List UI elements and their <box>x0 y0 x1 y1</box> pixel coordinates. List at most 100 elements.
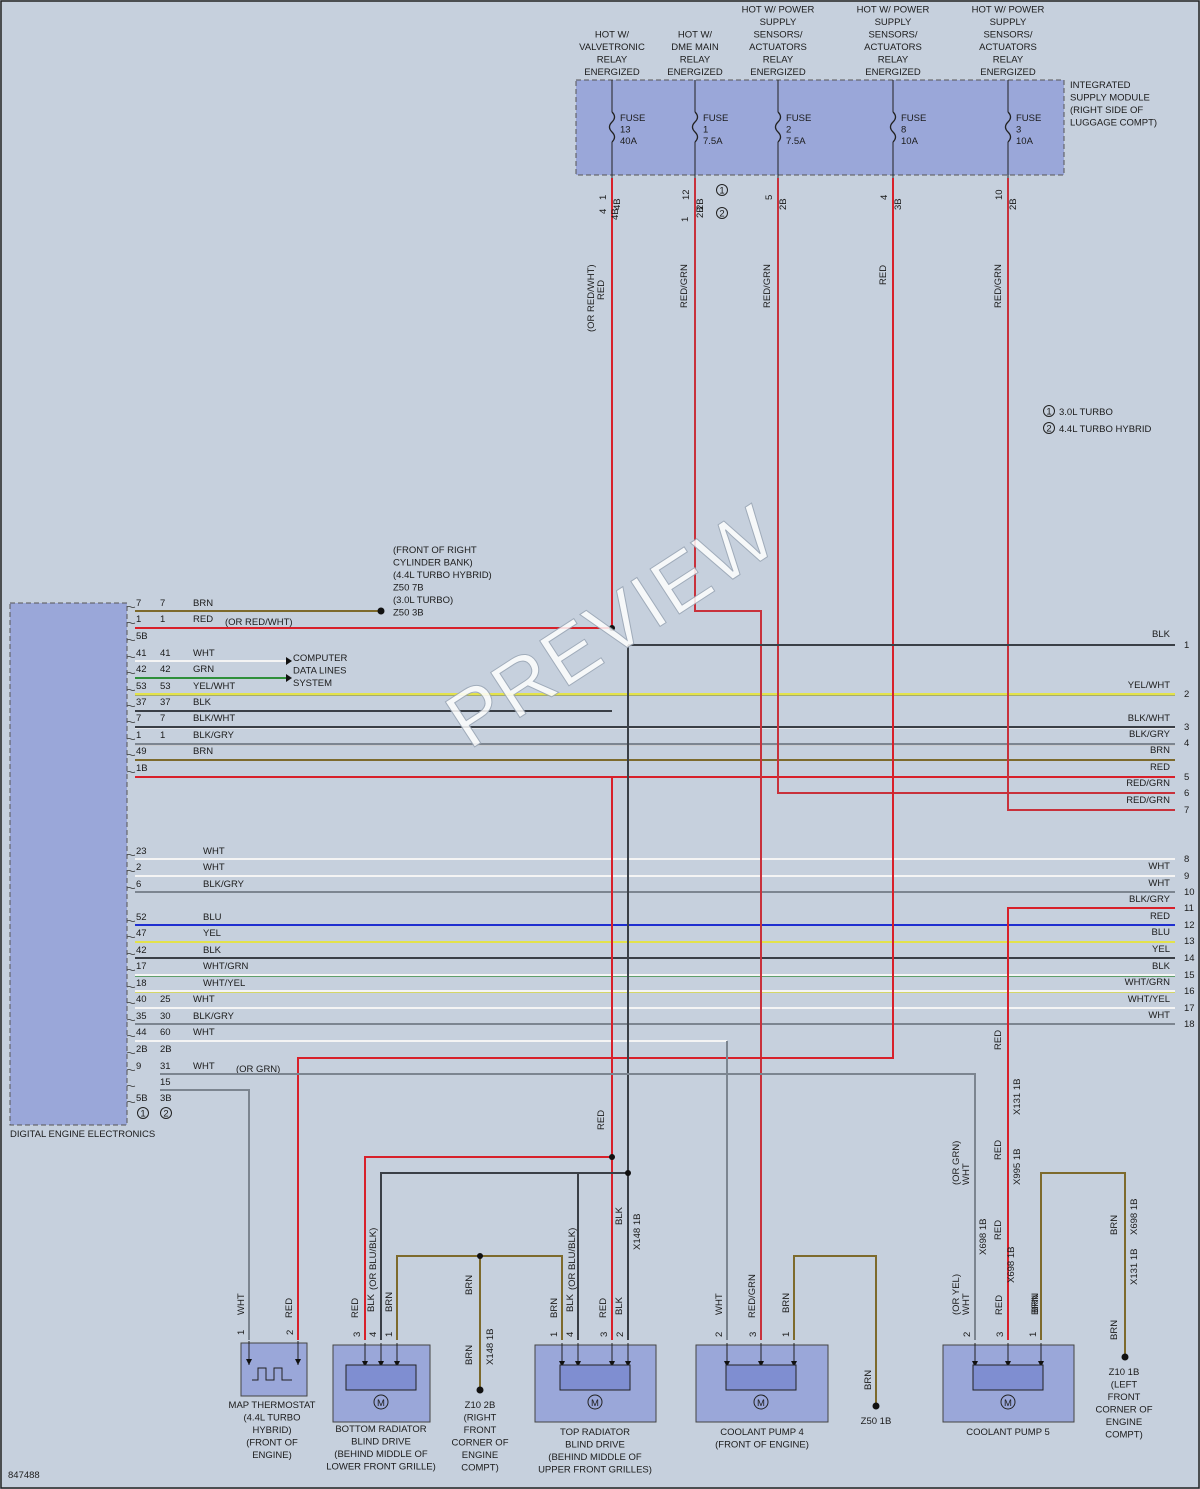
fuse-header-line: ENERGIZED <box>980 67 1036 78</box>
component-pin-num: 4 <box>565 1332 576 1337</box>
dme-wire-color: BLK/GRY <box>193 1011 235 1022</box>
variant-marker <box>1043 422 1055 434</box>
dme-pin-a: 53 <box>136 681 147 692</box>
dme-terminal <box>126 920 136 922</box>
fuse-connector: 4B <box>612 198 623 210</box>
z10-1b-label-line: FRONT <box>1108 1392 1141 1403</box>
feed-label: RED/GRN <box>762 264 773 308</box>
dme-wire-color: WHT/GRN <box>203 961 249 972</box>
dme-wire-color: BRN <box>193 746 213 757</box>
fuse-header-line: ENERGIZED <box>750 67 806 78</box>
diagram-id: 847488 <box>8 1470 40 1481</box>
connector-label: X131 1B <box>1012 1079 1023 1115</box>
ground-note-line: CYLINDER BANK) <box>393 558 473 569</box>
thermostat-symbol <box>252 1367 292 1381</box>
fuse-pin: 1 <box>598 195 609 200</box>
data-lines-label-line: DATA LINES <box>293 666 347 677</box>
fuse-header-line: ENERGIZED <box>865 67 921 78</box>
fuse-label-line: FUSE <box>620 113 645 124</box>
dme-wire-color: YEL <box>203 928 221 939</box>
right-edge-num: 15 <box>1184 970 1195 981</box>
dme-wire-color: BLK <box>203 945 222 956</box>
pin-arrow <box>246 1359 252 1365</box>
dme-label: DIGITAL ENGINE ELECTRONICS <box>10 1129 155 1140</box>
fuse-header-line: ACTUATORS <box>979 42 1037 53</box>
variant-marker <box>137 1107 149 1119</box>
vertical-wire-label: BRN <box>1109 1215 1120 1235</box>
right-edge-num: 14 <box>1184 953 1195 964</box>
dme-pin-a: 5B <box>136 1093 148 1104</box>
right-edge-color: BLU <box>1152 927 1171 938</box>
feed-label: RED/GRN <box>679 264 690 308</box>
pin-arrow <box>362 1361 368 1367</box>
dme-pin-b: 30 <box>160 1011 171 1022</box>
ground-symbol <box>1121 1353 1129 1361</box>
variant-marker-num: 1 <box>1046 407 1051 418</box>
dme-terminal <box>126 1069 136 1071</box>
right-edge-color: BRN <box>1150 745 1170 756</box>
dme-terminal <box>126 705 136 707</box>
pin-wire-label: RED <box>350 1298 361 1318</box>
map-thermostat-label-line: HYBRID) <box>252 1425 291 1436</box>
dme-terminal <box>126 953 136 955</box>
motor-letter: M <box>591 1398 599 1409</box>
dme-terminal <box>126 721 136 723</box>
splice-dot <box>625 1170 631 1176</box>
pump5-wht <box>160 1073 976 1340</box>
pump4-brn <box>793 1255 877 1405</box>
right-edge-num: 8 <box>1184 854 1189 865</box>
dme-pin-b: 1 <box>160 614 165 625</box>
right-edge-num: 5 <box>1184 772 1189 783</box>
dme-terminal <box>126 606 136 608</box>
fuse-header-line: SENSORS/ <box>983 30 1032 41</box>
dme-module-box <box>9 602 128 1126</box>
z10-2b-label-line: (RIGHT <box>464 1413 497 1424</box>
dme-wire-color: YEL/WHT <box>193 681 235 692</box>
right-edge-color: WHT <box>1148 1010 1170 1021</box>
fuse-label-line: FUSE <box>703 113 728 124</box>
top-radiator-label-line: (BEHIND MIDDLE OF <box>548 1452 642 1463</box>
component-pin-num: 4 <box>368 1332 379 1337</box>
pin-arrow <box>1005 1361 1011 1367</box>
component-pin-num: 2 <box>285 1330 296 1335</box>
data-lines-label-line: COMPUTER <box>293 653 348 664</box>
dme-wire-color: WHT <box>203 862 225 873</box>
component-pin-num: 2 <box>615 1332 626 1337</box>
right-edge-num: 4 <box>1184 738 1189 749</box>
variant-marker <box>1043 405 1055 417</box>
feed-label: (OR RED/WHT) <box>586 264 597 332</box>
z10-2b-label-line: Z10 2B <box>465 1400 496 1411</box>
dme-wire-alt: (OR RED/WHT) <box>225 617 293 628</box>
motor-symbol <box>753 1394 769 1410</box>
fuse-header-line: ACTUATORS <box>749 42 807 53</box>
fuse-pin: 1 <box>680 217 691 222</box>
dme-terminal <box>126 672 136 674</box>
fuse-header-line: SUPPLY <box>760 17 797 28</box>
pin-arrow <box>559 1361 565 1367</box>
arrow-head <box>286 657 292 665</box>
component-pin-num: 1 <box>384 1332 395 1337</box>
pin-arrow <box>575 1361 581 1367</box>
dme-terminal <box>126 986 136 988</box>
arrow-head <box>286 674 292 682</box>
fuse-label-line: 3 <box>1016 125 1021 136</box>
pin-wire-label: WHT <box>236 1293 247 1315</box>
dme-pin-a: 9 <box>136 1061 141 1072</box>
component-pin-num: 1 <box>236 1330 247 1335</box>
dme-wire-color: WHT <box>193 1061 215 1072</box>
motor-housing <box>559 1364 631 1391</box>
map-thermostat-label-line: ENGINE) <box>252 1450 292 1461</box>
variant-marker <box>160 1107 172 1119</box>
fuse-header-line: HOT W/ POWER <box>742 5 815 16</box>
fuse-header-line: DME MAIN <box>671 42 719 53</box>
pin-wire-label: (OR BLU/BLK) <box>567 1228 578 1290</box>
legend-text: 3.0L TURBO <box>1059 407 1113 418</box>
dme-pin-a: 2B <box>136 1044 148 1055</box>
right-edge-color: RED <box>1150 911 1170 922</box>
dme-terminal <box>126 969 136 971</box>
vertical-wire-label: BRN <box>464 1345 475 1365</box>
variant-marker-num: 2 <box>1046 424 1051 435</box>
dme-wire-color: RED <box>193 614 213 625</box>
right-edge-num: 2 <box>1184 689 1189 700</box>
fuse-connector: 2B <box>695 206 706 218</box>
